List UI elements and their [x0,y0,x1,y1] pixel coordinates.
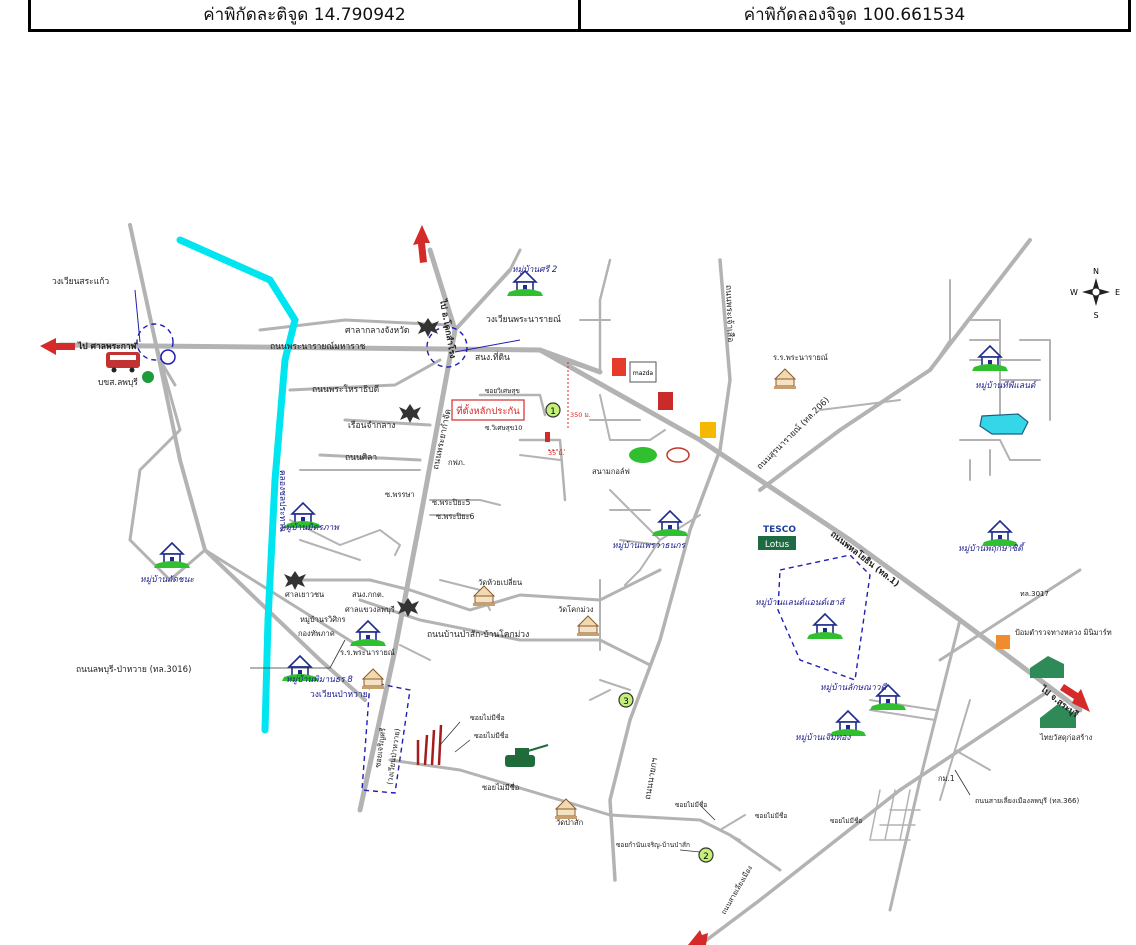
roads [57,223,1083,945]
prison-label: เรือนจำกลาง [348,420,395,431]
kor-mor-1-label: กม.1 [938,774,955,783]
sala-yao-label: ศาลเยาวชน [285,590,324,599]
coordinate-table: ค่าพิกัดละติจูด 14.790942 ค่าพิกัดลองจิจ… [28,0,1131,32]
bus-icon [106,352,140,373]
red-bars [416,724,443,766]
compass-icon: N S E W [1070,267,1120,320]
chor-phruksa-label: ซ.พรรษา [385,490,415,499]
road-narai: ถนนพระนารายณ์มหาราช [270,341,366,352]
site-label: ที่ตั้งหลักประกัน [456,404,520,417]
longitude-cell: ค่าพิกัดลองจิจูด 100.661534 [578,0,1128,29]
tesco-lotus-logo: TESCO Lotus [758,525,796,550]
direction-west: ไป ศาลพระกาฬ [77,341,138,352]
sor-nor-label: สนง.ที่ดิน [475,351,510,363]
distance-350: 350 ม. [570,411,591,419]
compass-e: E [1115,288,1120,297]
sor-nor-kor-label: สนง.กกต. [352,590,384,599]
kor-for-label: กฟภ. [448,458,465,467]
road-nayok: ถนนนายกฯ [643,757,660,801]
roundabout-pa-whai: วงเวียนป่าหวาย [310,689,368,700]
road-phrapiyathan: ถนนพระโหราธิบดี [312,384,379,395]
village-mitr: หมู่บ้านมิตรภาพ [280,522,340,533]
roundabout-narai: วงเวียนพระนารายณ์ [486,314,561,325]
road-lopburi-pa-whai: ถนนลพบุรี-ป่าหวาย (ทล.3016) [76,664,191,675]
direction-arrows [40,225,1090,945]
tank-icon [505,744,549,767]
wat-khok-label: วัดโคกม่วง [558,605,594,614]
soi-kam-label: ซอยกำนันเจริญ-บ้านป่าสัก [616,841,690,849]
soi-no-name-4: ซอยไม่มีชื่อ [675,800,707,809]
marker-3: 3 [623,697,629,707]
svg-text:mazda: mazda [633,370,653,377]
road-sila: ถนนศิลา [345,453,377,463]
marker-1: 1 [550,407,556,417]
road-pa-whai-wat: ถนนบ้านป่าสัก-บ้านโคกม่วง [427,629,529,640]
golf-label: สนามกอล์ฟ [592,467,630,476]
collateral-site: ที่ตั้งหลักประกัน 350 ม. 35 ม. [451,362,591,457]
soi-no-name-south: ซอยไม่มีชื่อ [830,816,862,825]
thai-watsadu-label: ไทยวัสดุก่อสร้าง [1039,733,1093,742]
canal-label: คลองชลประทาน [277,470,287,532]
road-bypass-label: ถนนสายเลี่ยงเมืองลพบุรี (ทล.366) [975,796,1079,805]
lotus-label: Lotus [765,540,790,550]
boundaries [136,323,871,794]
warehouse-icons [1030,656,1076,728]
distance-35: 35 ม. [548,449,565,457]
village-thararat: หมู่บ้านแพรวาธนกร [612,540,687,551]
canal [176,236,299,734]
wat-huay-label: วัดห้วยเปลี่ยน [478,577,522,587]
village-pruek: หมู่บ้านพฤกษาซิตี้ [958,542,1026,554]
roundabout-sra-kaew: วงเวียนสระแก้ว [52,276,109,287]
compass-w: W [1070,288,1078,297]
pa-whai-note: (วงเวียนป่าหวาย) [385,728,402,786]
road-koh-lake: ถนนพระเจ้าเสือ [723,285,736,343]
court-label: ศาลแขวงลพบุรี [345,605,395,614]
chor-piya5-label: ซ.พระปิยะ5 [432,498,471,507]
school-label: ร.ร.พระนารายณ์ [340,648,395,657]
numbered-markers: 1 3 2 [545,402,714,863]
village-ti: หมู่บ้านถัดชนะ [140,574,194,585]
village-lopburi: หมู่บ้านแลนด์แอนด์เฮาส์ [755,597,846,608]
compass-s: S [1093,311,1098,320]
wat-pa-sak-label: วัดป่าสัก [556,818,583,827]
road-phahonyothin: ถนนพหลโยธิน (ทล.1) [828,529,901,590]
road-3017: ทล.3017 [1020,590,1049,598]
village-chaem: หมู่บ้านเจิมทอง [795,732,851,743]
army-label: กองทัพภาค [298,629,335,638]
marker-2: 2 [703,852,709,862]
emblem-icon [160,349,176,365]
lake [979,413,1029,435]
village-8: หมู่บ้านพิมานธร 8 [286,674,353,685]
sala-klang-label: ศาลากลางจังหวัด [345,326,409,336]
soi-no-name-2: ซอยไม่มีชื่อ [474,731,509,740]
village-sri2: หมู่บ้านศรี 2 [512,264,557,275]
soi-wiset-label: ซอยวิเศษสุข [485,387,520,395]
bank-icon [142,371,154,383]
village-kasikorn: หมู่บ้านรวิศิกร [300,615,346,624]
shop-logos: mazda [612,358,1010,649]
tesco-label: TESCO [763,525,796,535]
soi-no-name-5: ซอยไม่มีชื่อ [755,811,787,820]
compass-n: N [1093,267,1099,276]
village-kitti: หมู่บ้านลักษณาวดี [820,682,888,693]
road-suranarai: ถนนสุรนารายณ์ (ทล.206) [754,395,831,472]
school-narai-label: ร.ร.พระนารายณ์ [773,353,828,362]
village-land: หมู่บ้านทีพีแลนด์ [975,380,1037,391]
soi-no-name-1: ซอยไม่มีชื่อ [470,713,505,722]
latitude-cell: ค่าพิกัดละติจูด 14.790942 [203,5,406,25]
bus-terminal-label: บขส.ลพบุรี [98,377,138,388]
chor-piya6-label: ซ.พระปิยะ6 [436,512,475,521]
soi-no-name-3: ซอยไม่มีชื่อ [482,782,519,792]
police-minimart-label: ป้อมตำรวจทางหลวง มินิมาร์ท [1015,628,1112,637]
soi-10-label: ซ.วิเศษสุข10 [485,424,522,432]
